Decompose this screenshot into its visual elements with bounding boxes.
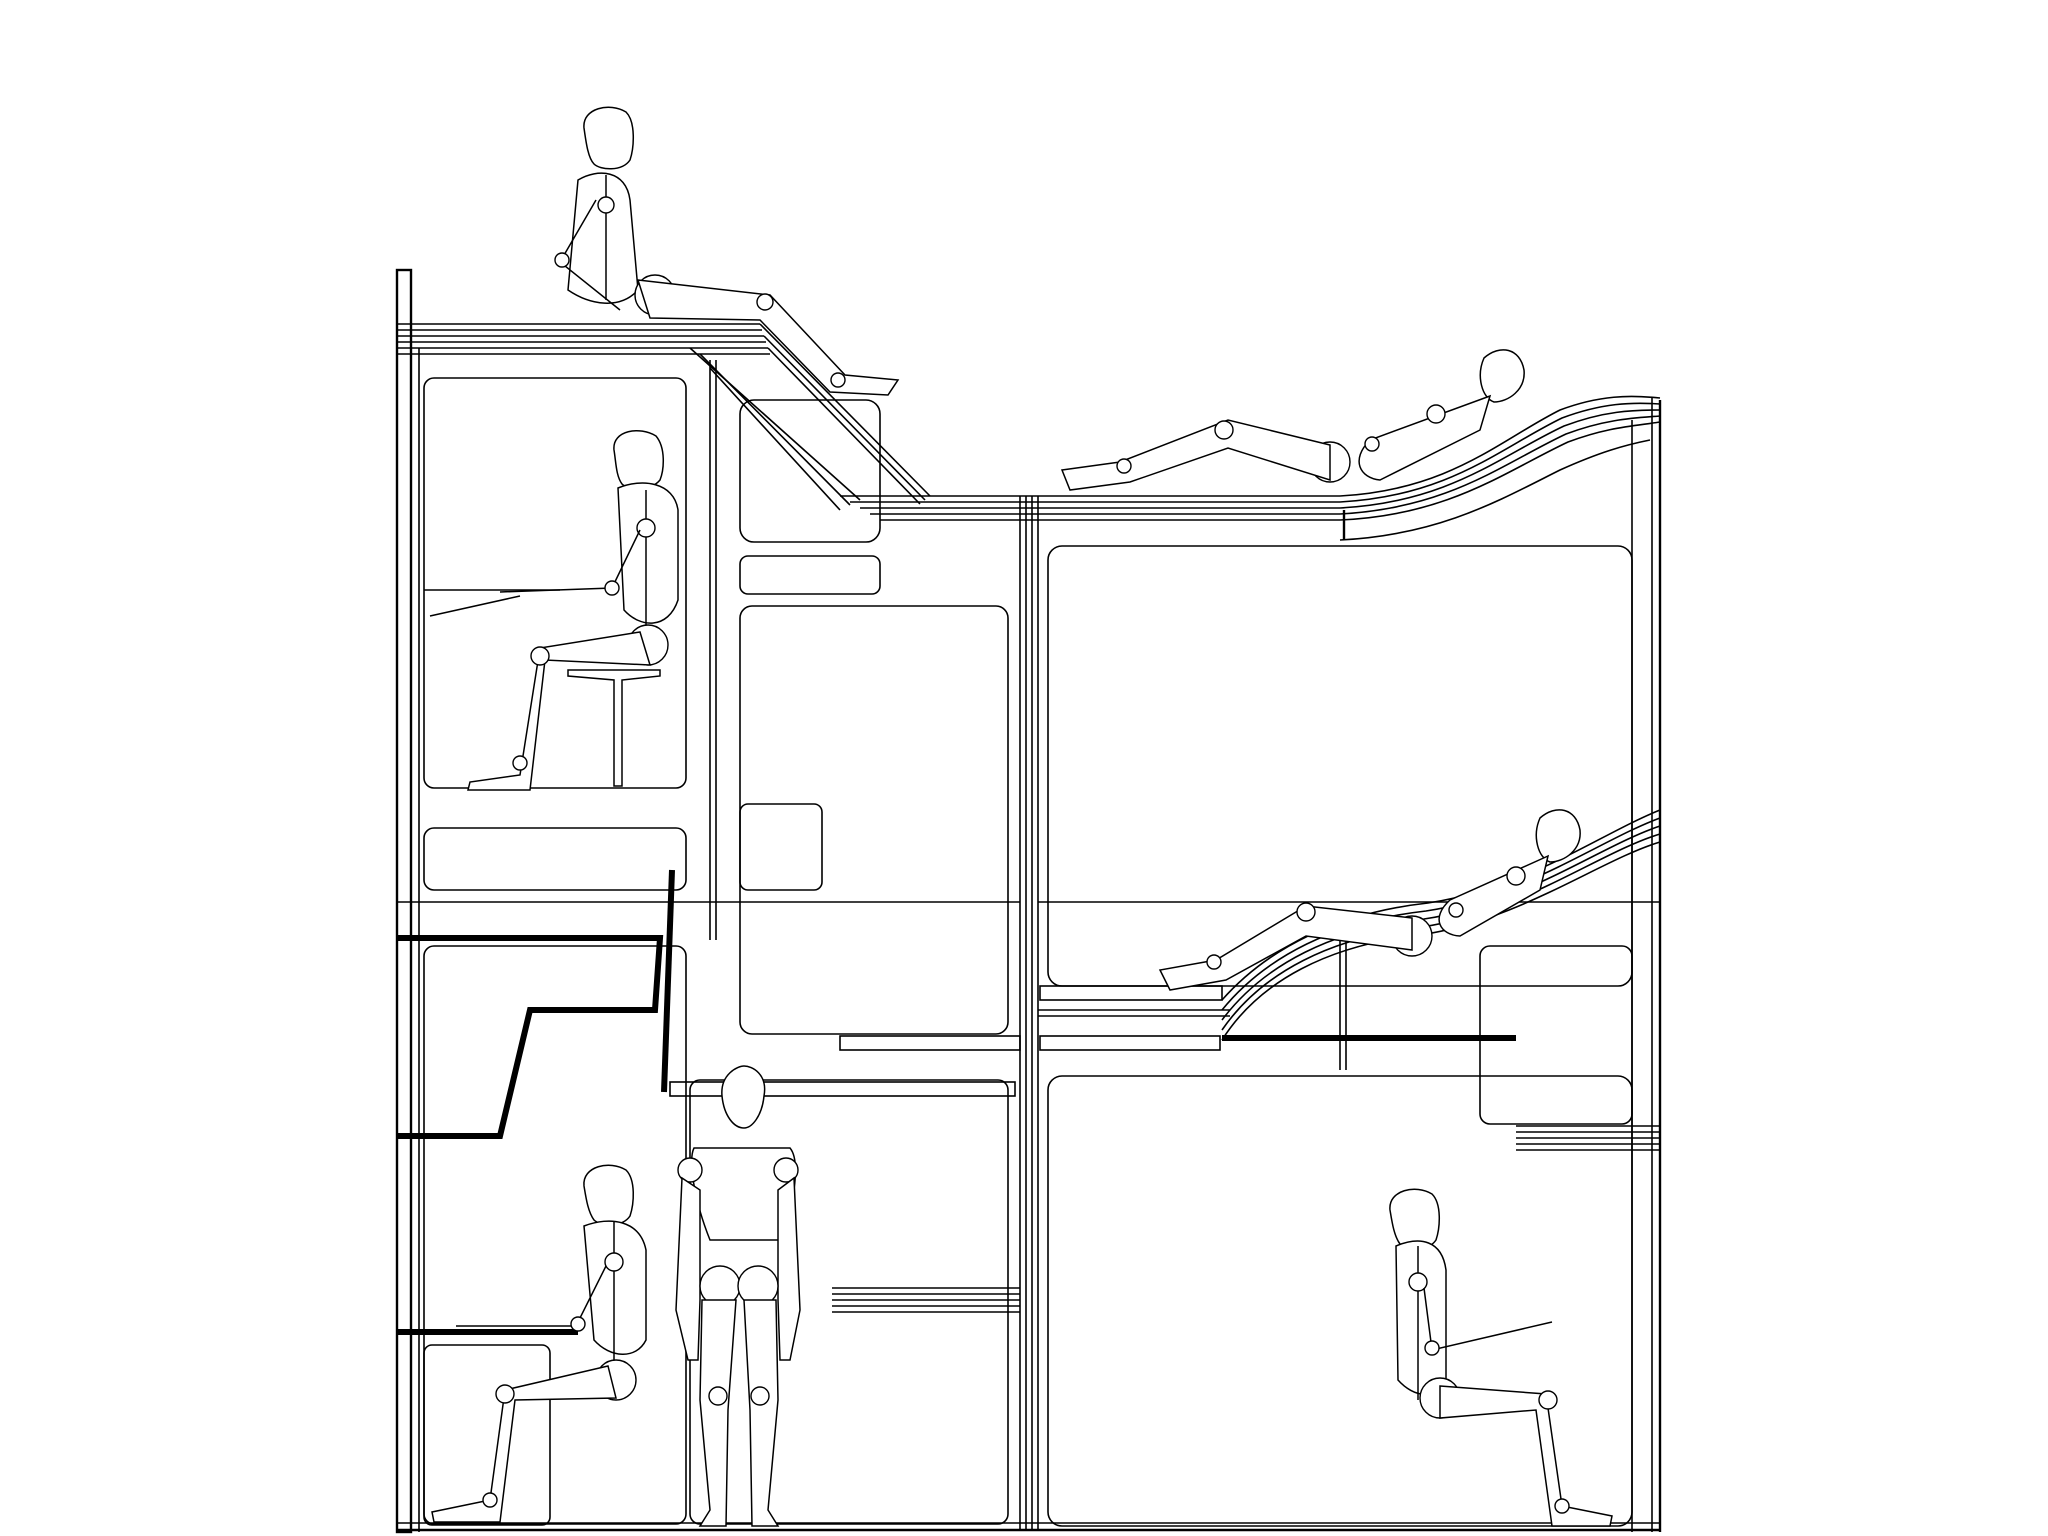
figure-lounge-top: [1060, 349, 1525, 491]
central-column: [709, 360, 1039, 1530]
stairs: [397, 869, 1516, 1335]
figure-standing: [675, 1065, 801, 1527]
stool: [567, 669, 661, 787]
roof-right-curve: [1339, 395, 1661, 541]
figure-head: [1535, 809, 1581, 863]
figure-roof-sitting: [554, 106, 900, 396]
roof-left: [397, 323, 1340, 521]
figure-head: [583, 1164, 634, 1226]
left-wall: [395, 268, 413, 1534]
figure-lounge-mid: [1158, 809, 1581, 991]
figure-head: [721, 1065, 766, 1129]
figure-desk-lower: [431, 1164, 647, 1523]
figure-head: [1479, 349, 1525, 403]
figure-head: [613, 429, 664, 490]
figure-desk-upper: [429, 429, 679, 791]
floor-levels: [397, 901, 1660, 1017]
figure-head: [583, 106, 634, 170]
figure-head: [1389, 1188, 1440, 1250]
room-panels: [423, 377, 1633, 1527]
gratings: [669, 985, 1223, 1097]
shelf-lines: [832, 1125, 1660, 1313]
figure-sitting-right: [1389, 1188, 1613, 1527]
